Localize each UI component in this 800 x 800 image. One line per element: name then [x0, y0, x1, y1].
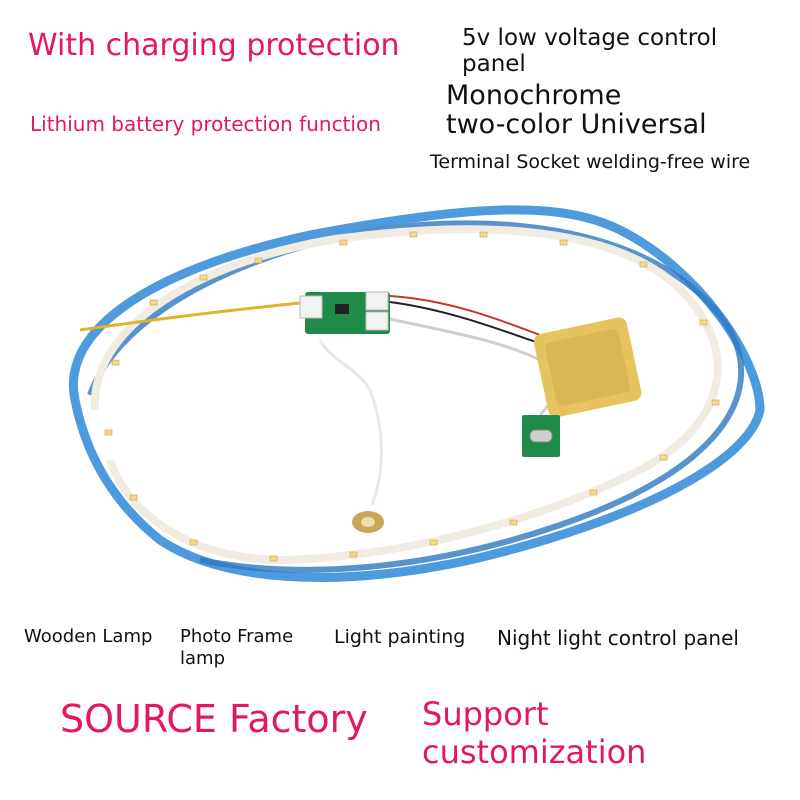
lithium-battery	[533, 317, 642, 418]
light-painting-text: Light painting	[334, 626, 466, 648]
low-voltage-text-line2: panel	[462, 51, 526, 77]
led-chips	[104, 231, 720, 562]
touch-button	[352, 511, 384, 533]
photo-frame-text-line2: lamp	[180, 648, 225, 669]
photo-frame-text-line1: Photo Frame	[180, 626, 294, 647]
support-text-line1: Support	[422, 695, 549, 733]
low-voltage-text-line1: 5v low voltage control	[462, 25, 718, 51]
yellow-wire	[79, 300, 311, 332]
charging-protection-text: With charging protection	[28, 28, 400, 63]
black-wire	[389, 301, 546, 346]
wooden-lamp-text: Wooden Lamp	[24, 626, 153, 647]
source-factory-text: SOURCE Factory	[60, 697, 368, 741]
night-light-text: Night light control panel	[497, 626, 739, 650]
gray-wire	[384, 316, 557, 417]
support-text-line2: customization	[422, 733, 647, 771]
white-wire	[318, 339, 383, 506]
monochrome-text: Monochrome	[446, 80, 622, 111]
usb-c-board	[522, 415, 560, 457]
led-strip	[90, 225, 722, 565]
control-board	[299, 291, 390, 334]
lithium-protection-text: Lithium battery protection function	[30, 112, 381, 136]
terminal-socket-text: Terminal Socket welding-free wire	[430, 151, 751, 173]
two-color-text: two-color Universal	[446, 109, 707, 140]
led-strip-backing	[68, 205, 765, 582]
red-wire	[389, 295, 541, 336]
